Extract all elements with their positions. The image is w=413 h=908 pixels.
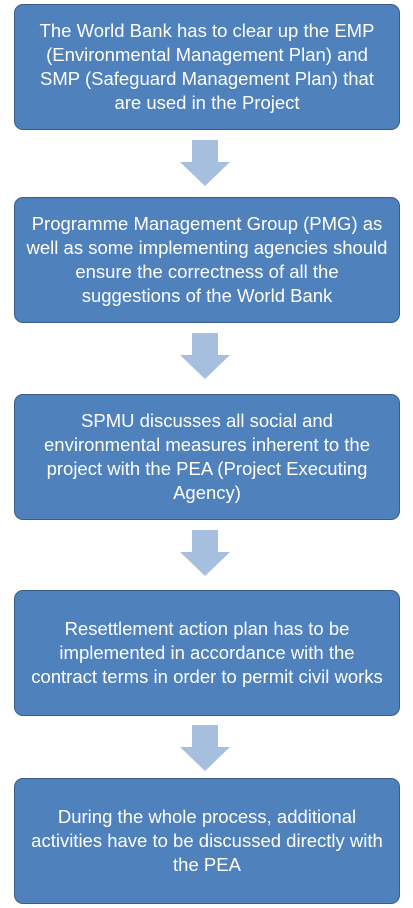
- down-arrow-icon: [180, 333, 230, 379]
- step-2-text: Programme Management Group (PMG) as well…: [26, 213, 388, 306]
- step-5-text: During the whole process, additional act…: [31, 806, 383, 875]
- arrow-2-shape: [180, 333, 230, 379]
- down-arrow-icon: [180, 725, 230, 771]
- step-2-box: Programme Management Group (PMG) as well…: [14, 197, 400, 323]
- down-arrow-icon: [180, 140, 230, 186]
- step-1-text: The World Bank has to clear up the EMP (…: [39, 20, 375, 113]
- arrow-3-shape: [180, 530, 230, 576]
- arrow-1-shape: [180, 140, 230, 186]
- step-3-box: SPMU discusses all social and environmen…: [14, 394, 400, 520]
- step-4-box: Resettlement action plan has to be imple…: [14, 590, 400, 716]
- arrow-4-shape: [180, 725, 230, 771]
- step-1-box: The World Bank has to clear up the EMP (…: [14, 4, 400, 130]
- step-4-text: Resettlement action plan has to be imple…: [31, 618, 383, 687]
- step-3-text: SPMU discusses all social and environmen…: [44, 410, 370, 503]
- step-5-box: During the whole process, additional act…: [14, 778, 400, 904]
- down-arrow-icon: [180, 530, 230, 576]
